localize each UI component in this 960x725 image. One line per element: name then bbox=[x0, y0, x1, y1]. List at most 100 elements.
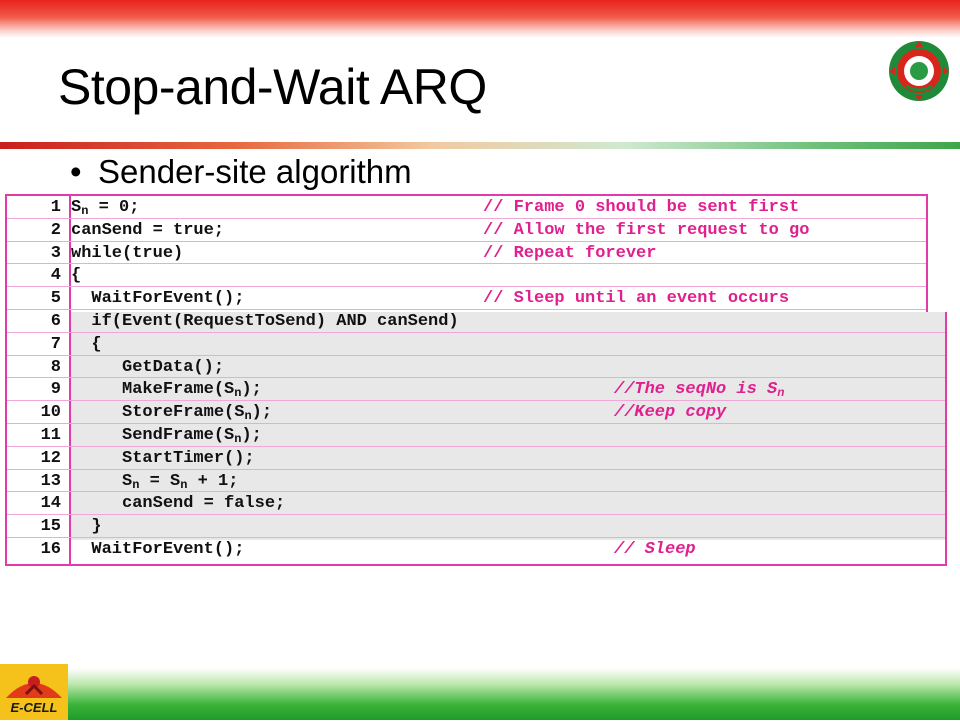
code-line: { bbox=[71, 266, 81, 285]
code-line: while(true) bbox=[71, 244, 183, 263]
title-underline bbox=[0, 142, 960, 149]
code-comment: // Repeat forever bbox=[483, 244, 656, 263]
code-comment-text: // Allow the first request to go bbox=[483, 220, 810, 240]
line-number: 3 bbox=[50, 243, 61, 263]
code-text: if(Event(RequestToSend) AND canSend) bbox=[71, 312, 459, 331]
code-subscript: n bbox=[234, 432, 242, 446]
code-line: MakeFrame(Sn); bbox=[71, 380, 262, 400]
code-comment: //The seqNo is Sn bbox=[614, 380, 784, 400]
code-line: StoreFrame(Sn); bbox=[71, 403, 272, 423]
code-text: WaitForEvent(); bbox=[71, 540, 245, 559]
code-text: SendFrame(S bbox=[71, 426, 235, 445]
bullet-text: Sender-site algorithm bbox=[98, 153, 412, 190]
institute-emblem-icon bbox=[884, 36, 954, 106]
row-separator bbox=[7, 286, 926, 288]
code-frame-top bbox=[5, 194, 928, 196]
line-number: 10 bbox=[40, 403, 61, 423]
row-separator bbox=[7, 445, 945, 447]
line-number: 8 bbox=[50, 357, 61, 377]
code-comment: //Keep copy bbox=[614, 403, 726, 422]
code-comment-text: //The seqNo is S bbox=[614, 380, 778, 400]
code-text: StoreFrame(S bbox=[71, 403, 245, 423]
code-comment-text: // Frame 0 should be sent first bbox=[483, 198, 800, 217]
code-subscript: n bbox=[244, 409, 252, 424]
row-separator bbox=[7, 377, 945, 379]
code-text: WaitForEvent(); bbox=[71, 289, 245, 309]
code-frame-right-lower bbox=[945, 312, 947, 566]
code-comment: // Sleep until an event occurs bbox=[483, 289, 789, 308]
code-line: canSend = true; bbox=[71, 221, 224, 240]
code-subscript: n bbox=[234, 386, 242, 401]
code-comment: // Frame 0 should be sent first bbox=[483, 198, 799, 217]
code-text: { bbox=[71, 334, 102, 354]
line-number: 1 bbox=[50, 198, 61, 217]
code-comment-text: // Sleep until an event occurs bbox=[483, 289, 790, 309]
row-separator bbox=[7, 217, 926, 219]
line-number: 2 bbox=[50, 220, 61, 240]
code-subscript: n bbox=[81, 204, 89, 218]
line-number: 4 bbox=[50, 266, 61, 286]
code-shaded-region bbox=[71, 312, 945, 540]
code-text: { bbox=[71, 266, 82, 286]
line-number: 13 bbox=[40, 471, 61, 491]
line-number: 9 bbox=[50, 380, 61, 400]
code-subscript: n bbox=[132, 477, 140, 492]
row-separator bbox=[7, 514, 945, 516]
code-text: ); bbox=[251, 403, 273, 423]
code-line: SendFrame(Sn); bbox=[71, 426, 262, 446]
code-comment-text: // Sleep bbox=[614, 540, 696, 559]
line-number: 11 bbox=[40, 426, 61, 445]
row-separator bbox=[7, 240, 926, 242]
e-cell-logo-text: E-CELL bbox=[11, 700, 58, 715]
code-text: = S bbox=[139, 471, 181, 491]
row-separator bbox=[7, 354, 945, 356]
code-line: WaitForEvent(); bbox=[71, 540, 244, 559]
code-line: if(Event(RequestToSend) AND canSend) bbox=[71, 312, 459, 331]
code-frame-right-upper bbox=[926, 194, 928, 312]
code-text: ); bbox=[241, 426, 262, 445]
code-text: S bbox=[71, 471, 133, 491]
code-text: + 1; bbox=[187, 471, 239, 491]
line-number: 16 bbox=[40, 540, 61, 559]
row-separator bbox=[7, 263, 926, 265]
code-frame-bottom bbox=[5, 564, 947, 566]
row-separator bbox=[7, 491, 945, 493]
code-line: Sn = 0; bbox=[71, 198, 139, 218]
line-number: 14 bbox=[40, 494, 61, 514]
bullet-item: • Sender-site algorithm bbox=[70, 153, 412, 191]
bottom-green-band bbox=[0, 668, 960, 720]
code-text: StartTimer(); bbox=[71, 448, 255, 468]
code-text: } bbox=[71, 517, 102, 537]
code-text: canSend = true; bbox=[71, 220, 225, 240]
code-line: WaitForEvent(); bbox=[71, 289, 244, 308]
top-red-band bbox=[0, 0, 960, 38]
line-number: 7 bbox=[50, 334, 61, 354]
code-text: GetData(); bbox=[71, 357, 225, 377]
slide-title: Stop-and-Wait ARQ bbox=[58, 59, 487, 115]
code-text: S bbox=[71, 198, 82, 217]
code-text: while(true) bbox=[71, 243, 184, 263]
row-separator bbox=[7, 331, 945, 333]
row-separator bbox=[7, 468, 945, 470]
code-frame-left bbox=[5, 194, 7, 566]
line-number: 15 bbox=[40, 517, 61, 537]
line-number: 12 bbox=[40, 448, 61, 468]
code-comment: // Allow the first request to go bbox=[483, 221, 809, 240]
code-subscript: n bbox=[180, 477, 188, 492]
code-line: GetData(); bbox=[71, 358, 224, 377]
code-comment: // Sleep bbox=[614, 540, 696, 559]
code-text: MakeFrame(S bbox=[71, 380, 235, 400]
code-text: ); bbox=[241, 380, 262, 400]
row-separator bbox=[7, 400, 945, 402]
code-comment-text: //Keep copy bbox=[614, 403, 727, 423]
code-line: StartTimer(); bbox=[71, 449, 255, 468]
line-number-divider bbox=[69, 194, 71, 566]
row-separator bbox=[7, 309, 926, 310]
code-text: = 0; bbox=[88, 198, 140, 217]
bullet-dot-icon: • bbox=[70, 153, 82, 190]
e-cell-logo-icon: E-CELL bbox=[0, 664, 70, 720]
code-line: Sn = Sn + 1; bbox=[71, 472, 238, 492]
code-text: canSend = false; bbox=[71, 494, 286, 514]
code-comment-text: // Repeat forever bbox=[483, 243, 657, 263]
